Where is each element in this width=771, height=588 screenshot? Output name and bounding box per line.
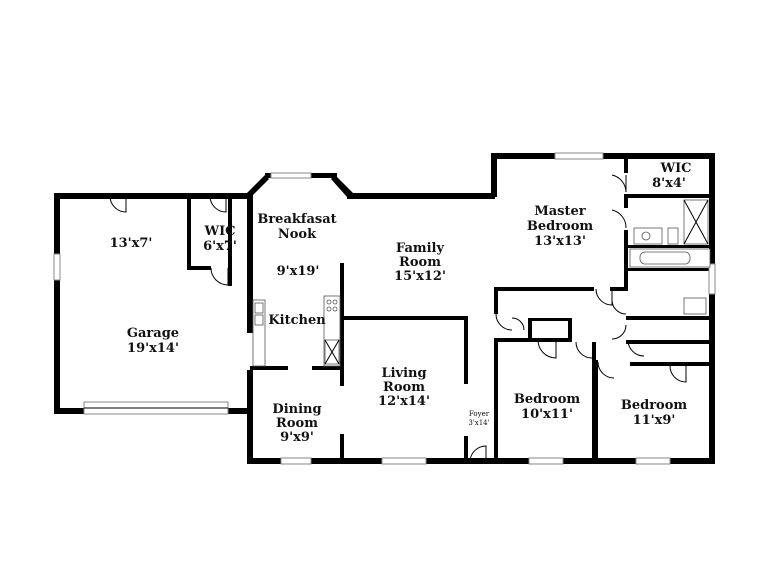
- living-name-line2: Room: [383, 380, 425, 395]
- master-name-line1: Master: [534, 204, 585, 219]
- dining-name-line2: Room: [276, 416, 318, 431]
- dining-name-line1: Dining: [272, 402, 321, 417]
- wic-master-name: WIC: [659, 161, 691, 176]
- breakfast-name-line1: Breakfasat: [257, 212, 336, 227]
- foyer-size: 3'x14': [468, 419, 489, 427]
- living-size: 12'x14': [378, 394, 430, 409]
- garage-name: Garage: [127, 326, 179, 341]
- breakfast-name-line2: Nook: [278, 227, 317, 242]
- windows: [53, 152, 716, 465]
- bedroom2-size: 10'x11': [521, 407, 573, 422]
- room-labels: WIC 8'x4' Master Bedroom 13'x13' Breakfa…: [110, 161, 692, 445]
- storage-size: 13'x7': [110, 236, 153, 251]
- wic-master-size: 8'x4': [652, 176, 686, 191]
- exterior-walls: [54, 153, 715, 464]
- interior-walls: [187, 153, 712, 462]
- family-name-line1: Family: [396, 241, 445, 256]
- dining-size: 9'x9': [280, 430, 314, 445]
- kitchen-name: Kitchen: [268, 313, 326, 328]
- bedroom2-name: Bedroom: [514, 392, 581, 407]
- family-name-line2: Room: [399, 255, 441, 270]
- doors: [109, 174, 687, 463]
- living-name-line1: Living: [381, 366, 426, 381]
- kitchen-size: 9'x19': [277, 264, 320, 279]
- wic-garage-name: WIC: [203, 224, 235, 239]
- garage-size: 19'x14': [127, 341, 179, 356]
- fixtures: [252, 199, 711, 367]
- bedroom3-size: 11'x9': [633, 413, 676, 428]
- wic-garage-size: 6'x7': [203, 239, 237, 254]
- master-name-line2: Bedroom: [527, 219, 594, 234]
- bedroom3-name: Bedroom: [621, 398, 688, 413]
- foyer-name: Foyer: [469, 410, 490, 418]
- master-size: 13'x13': [534, 234, 586, 249]
- family-size: 15'x12': [394, 269, 446, 284]
